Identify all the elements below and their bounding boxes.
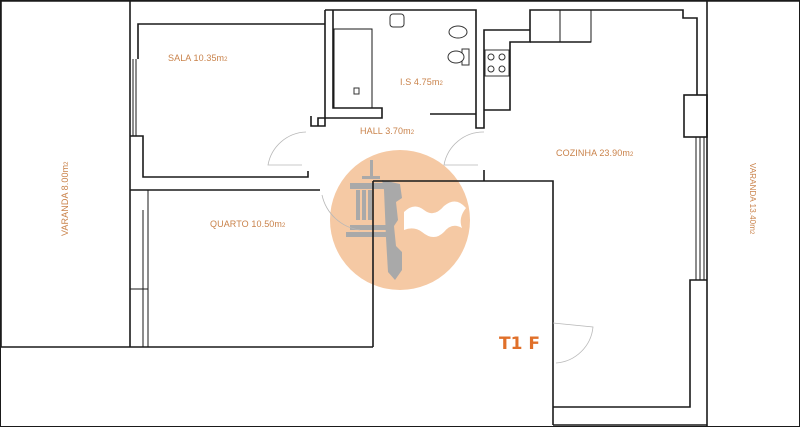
balcony-name: VARANDA (748, 163, 757, 202)
room-area: 10.35m (193, 53, 225, 63)
unit-suffix: 2 (629, 152, 634, 158)
room-label-cozinha: COZINHA 23.90m2 (556, 148, 633, 158)
room-name: QUARTO (210, 219, 249, 229)
logo-watermark (330, 150, 470, 290)
unit-suffix: 2 (224, 57, 228, 63)
balcony-area: 8.00m (60, 164, 70, 191)
room-label-is: I.S 4.75m2 (400, 77, 443, 87)
room-label-quarto: QUARTO 10.50m2 (210, 219, 285, 229)
room-area: 3.70m (385, 126, 411, 136)
balcony-label-left: VARANDA 8.00m2 (60, 161, 70, 236)
balcony-label-right: VARANDA 13.40m2 (748, 163, 757, 234)
room-label-sala: SALA 10.35m2 (168, 53, 228, 63)
unit-suffix: 2 (410, 130, 415, 136)
unit-suffix: 2 (282, 223, 286, 229)
room-area: 10.50m (251, 219, 283, 229)
balcony-area: 13.40m (748, 203, 757, 231)
room-name: HALL (360, 126, 383, 136)
room-label-hall: HALL 3.70m2 (360, 126, 414, 136)
room-area: 4.75m (413, 77, 440, 87)
unit-suffix: 2 (439, 81, 443, 87)
unit-suffix: 2 (64, 161, 70, 165)
balcony-name: VARANDA (60, 192, 70, 236)
unit-suffix: 2 (748, 230, 754, 235)
room-area: 23.90m (599, 148, 630, 158)
room-name: SALA (168, 53, 191, 63)
room-name: I.S (400, 77, 412, 87)
typology-label: T1 F (499, 334, 540, 354)
room-name: COZINHA (556, 148, 597, 158)
